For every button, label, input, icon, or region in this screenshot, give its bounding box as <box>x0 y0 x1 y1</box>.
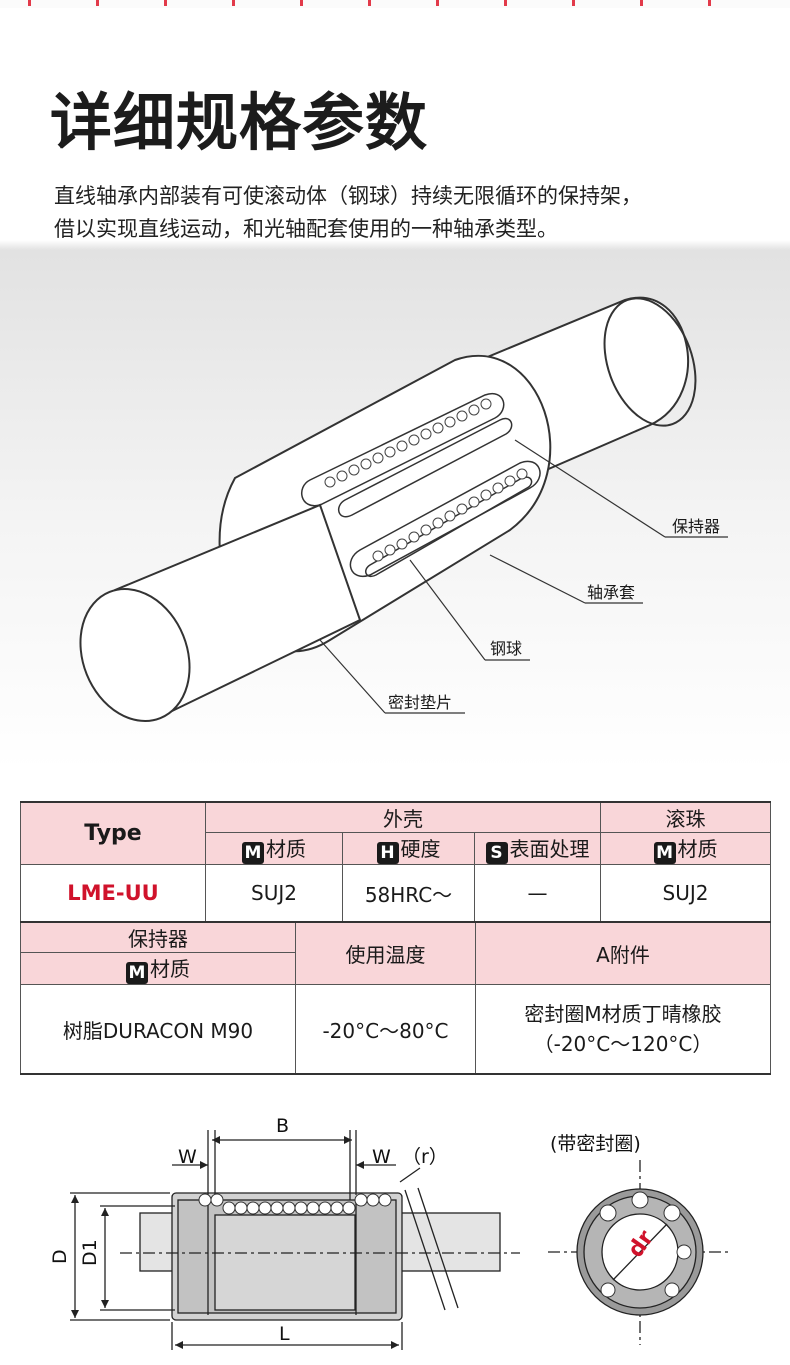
callout-seal: 密封垫片 <box>388 693 452 712</box>
dim-B: B <box>276 1115 289 1137</box>
dim-r: （r） <box>402 1146 448 1168</box>
retainer-header: 保持器 <box>20 921 296 953</box>
callout-sleeve: 轴承套 <box>587 583 635 602</box>
accessory-line-1: 密封圈M材质丁晴橡胶 <box>524 1002 722 1026</box>
accessory-header: A附件 <box>475 921 771 985</box>
hardness-badge: H <box>376 842 399 864</box>
material-badge: M <box>242 842 264 864</box>
hardness-cell: 58HRC〜 <box>342 864 475 923</box>
temp-header: 使用温度 <box>295 921 476 985</box>
dim-L: L <box>279 1323 290 1345</box>
surface-cell: — <box>473 864 602 923</box>
type-header: Type <box>20 801 206 865</box>
intro-text: 直线轴承内部装有可使滚动体（钢球）持续无限循环的保持架， 借以实现直线运动，和光… <box>54 180 754 246</box>
dim-D1: D1 <box>79 1239 101 1266</box>
accessory-line-2: （-20°C〜120°C） <box>533 1032 713 1056</box>
page-title: 详细规格参数 <box>50 86 429 159</box>
ball-material-label: 材质 <box>677 837 718 861</box>
dim-W-left: W <box>178 1146 197 1168</box>
ball-header: 滚珠 <box>600 801 772 833</box>
intro-line-2: 借以实现直线运动，和光轴配套使用的一种轴承类型。 <box>54 217 558 241</box>
model-cell: LME-UU <box>20 864 206 923</box>
ball-material-cell: SUJ2 <box>600 864 772 923</box>
shell-header: 外壳 <box>204 801 602 833</box>
with-seal-label: (带密封圈) <box>550 1133 641 1155</box>
hardness-label: 硬度 <box>400 837 441 861</box>
intro-line-1: 直线轴承内部装有可使滚动体（钢球）持续无限循环的保持架， <box>54 184 642 208</box>
bearing-illustration: 保持器 轴承套 钢球 密封垫片 <box>79 296 728 722</box>
retainer-material-badge: M <box>126 962 148 984</box>
callout-ball: 钢球 <box>490 639 522 658</box>
surface-label: 表面处理 <box>509 837 590 861</box>
retainer-material-cell: 树脂DURACON M90 <box>20 984 296 1075</box>
temperature-cell: -20°C〜80°C <box>295 984 476 1075</box>
dim-W-right: W <box>372 1146 391 1168</box>
dim-D: D <box>49 1249 71 1264</box>
top-decor-strip <box>0 0 790 8</box>
shell-material-cell: SUJ2 <box>205 864 343 923</box>
accessory-cell: 密封圈M材质丁晴橡胶 （-20°C〜120°C） <box>475 984 771 1075</box>
retainer-material-label: 材质 <box>150 957 190 981</box>
surface-badge: S <box>485 842 508 864</box>
dimension-drawing: B W W （r） D D1 L (带密封圈) dr <box>49 1115 732 1350</box>
callout-retainer: 保持器 <box>672 517 720 536</box>
shell-material-label: 材质 <box>266 837 306 861</box>
ball-material-badge: M <box>653 842 676 864</box>
shaft-end-face <box>79 588 191 722</box>
